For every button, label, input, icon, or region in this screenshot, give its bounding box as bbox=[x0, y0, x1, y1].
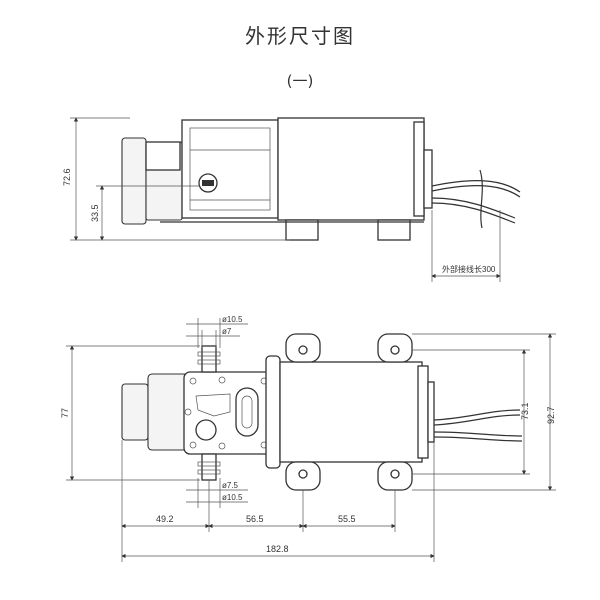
top-wire-lower bbox=[433, 431, 523, 437]
side-foot-left bbox=[285, 219, 319, 241]
dim-head-length: 49.2 bbox=[156, 514, 174, 524]
top-pump-head bbox=[183, 371, 273, 455]
page-title: 外形尺寸图 bbox=[245, 24, 355, 48]
side-pump-cap bbox=[121, 137, 147, 225]
top-pump-cap bbox=[121, 383, 149, 441]
side-wire-upper bbox=[431, 180, 521, 193]
dim-port-outer-bottom: ø10.5 bbox=[222, 493, 243, 502]
dim-mount-pitch: 55.5 bbox=[338, 514, 356, 524]
dim-foot-width: 92.7 bbox=[546, 406, 556, 424]
top-view: ø10.5 ø7 ø7.5 ø10.5 77 73.1 92.7 49.2 bbox=[60, 315, 556, 562]
side-foot-right bbox=[377, 219, 411, 241]
top-inlet-port bbox=[201, 345, 217, 373]
top-wire-upper bbox=[433, 409, 521, 421]
side-view: 72.6 33.5 外部接线长300 bbox=[62, 117, 521, 282]
dim-side-inlet-height: 33.5 bbox=[90, 204, 100, 222]
dim-port-inner-bottom: ø7.5 bbox=[222, 481, 239, 490]
side-wire-lower bbox=[431, 197, 516, 219]
dim-mount-spacing: 73.1 bbox=[520, 402, 530, 420]
top-outlet-port bbox=[201, 453, 217, 481]
dim-port-inner-top: ø7 bbox=[222, 327, 232, 336]
dim-total-length: 182.8 bbox=[266, 544, 289, 554]
page-subtitle: (一) bbox=[286, 72, 314, 90]
top-motor bbox=[279, 361, 423, 463]
side-motor bbox=[277, 117, 425, 221]
dim-port-to-mount: 56.5 bbox=[246, 514, 264, 524]
dim-side-height: 72.6 bbox=[62, 168, 72, 186]
dim-port-outer-top: ø10.5 bbox=[222, 315, 243, 324]
dim-head-height: 77 bbox=[60, 408, 70, 418]
dim-wire-length: 外部接线长300 bbox=[442, 264, 496, 274]
side-pump-head bbox=[181, 119, 279, 219]
